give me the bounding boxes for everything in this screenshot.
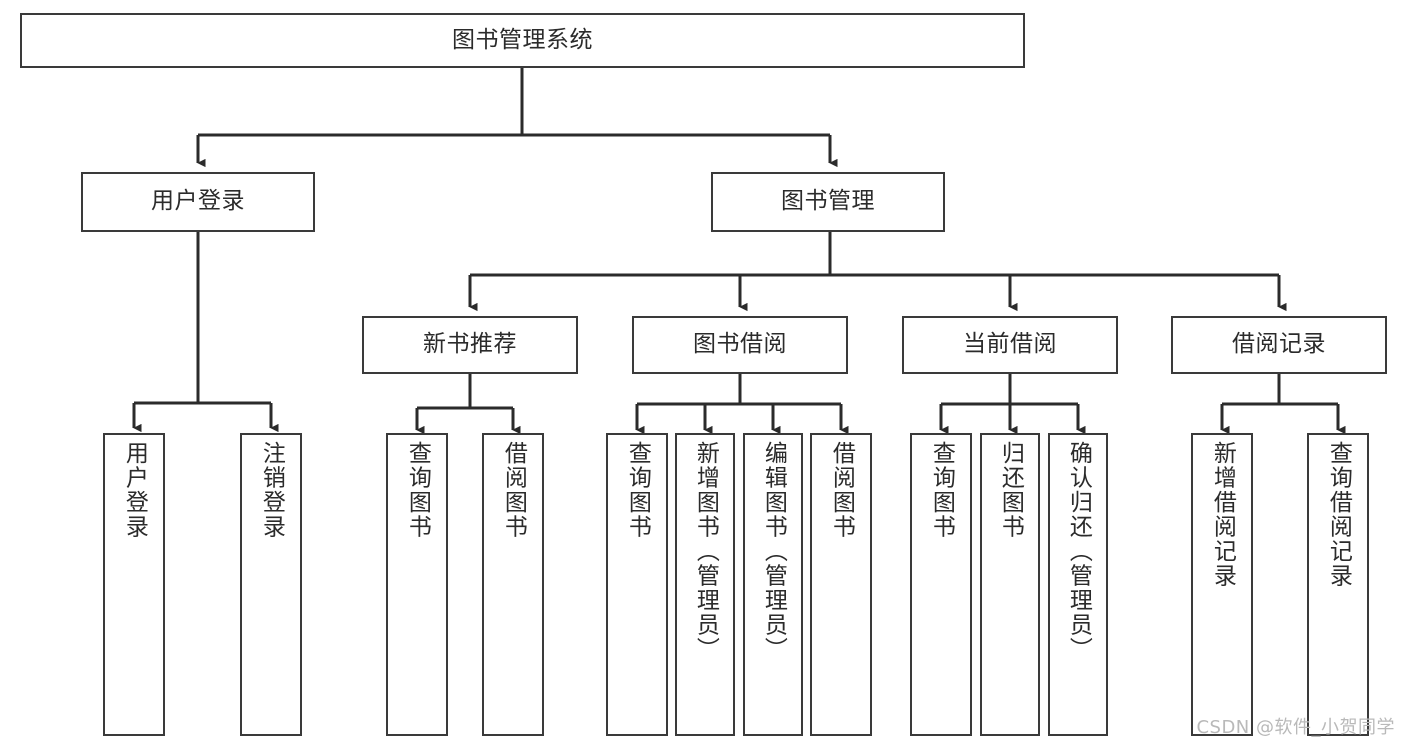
node-label: 归还图书 xyxy=(997,441,1024,539)
node-label: 用户登录 xyxy=(121,441,148,539)
node-label: 图书管理系统 xyxy=(452,26,593,53)
node-label: 查询图书 xyxy=(404,441,431,539)
node-label: 确认归还（管理员） xyxy=(1065,441,1092,662)
node-label: 查询图书 xyxy=(624,441,651,539)
leaf-confirm-return-admin[interactable]: 确认归还（管理员） xyxy=(1048,433,1108,736)
watermark-text: CSDN @软件_小贺同学 xyxy=(1196,717,1395,738)
leaf-return-book[interactable]: 归还图书 xyxy=(980,433,1040,736)
leaf-add-book-admin[interactable]: 新增图书（管理员） xyxy=(675,433,735,736)
node-label: 借阅记录 xyxy=(1232,331,1326,358)
leaf-add-borrow-record[interactable]: 新增借阅记录 xyxy=(1191,433,1253,736)
leaf-query-book-borrow[interactable]: 查询图书 xyxy=(606,433,668,736)
leaf-query-borrow-record[interactable]: 查询借阅记录 xyxy=(1307,433,1369,736)
node-current-borrow[interactable]: 当前借阅 xyxy=(902,316,1118,374)
node-label: 用户登录 xyxy=(151,188,245,215)
node-user-login[interactable]: 用户登录 xyxy=(81,172,315,232)
node-new-book-recommend[interactable]: 新书推荐 xyxy=(362,316,578,374)
node-label: 编辑图书（管理员） xyxy=(760,441,787,662)
node-label: 注销登录 xyxy=(258,441,285,539)
leaf-query-book-recommend[interactable]: 查询图书 xyxy=(386,433,448,736)
node-label: 查询借阅记录 xyxy=(1325,441,1352,588)
node-label: 借阅图书 xyxy=(500,441,527,539)
node-book-management[interactable]: 图书管理 xyxy=(711,172,945,232)
node-label: 图书管理 xyxy=(781,188,875,215)
leaf-edit-book-admin[interactable]: 编辑图书（管理员） xyxy=(743,433,803,736)
leaf-query-book-current[interactable]: 查询图书 xyxy=(910,433,972,736)
node-book-borrow[interactable]: 图书借阅 xyxy=(632,316,848,374)
node-root-system[interactable]: 图书管理系统 xyxy=(20,13,1025,68)
node-label: 新书推荐 xyxy=(423,331,517,358)
node-label: 借阅图书 xyxy=(828,441,855,539)
leaf-logout-login[interactable]: 注销登录 xyxy=(240,433,302,736)
node-label: 图书借阅 xyxy=(693,331,787,358)
node-borrow-record[interactable]: 借阅记录 xyxy=(1171,316,1387,374)
node-label: 当前借阅 xyxy=(963,331,1057,358)
node-label: 新增借阅记录 xyxy=(1209,441,1236,588)
leaf-user-login[interactable]: 用户登录 xyxy=(103,433,165,736)
node-label: 查询图书 xyxy=(928,441,955,539)
node-label: 新增图书（管理员） xyxy=(692,441,719,662)
leaf-borrow-book[interactable]: 借阅图书 xyxy=(810,433,872,736)
leaf-borrow-book-recommend[interactable]: 借阅图书 xyxy=(482,433,544,736)
